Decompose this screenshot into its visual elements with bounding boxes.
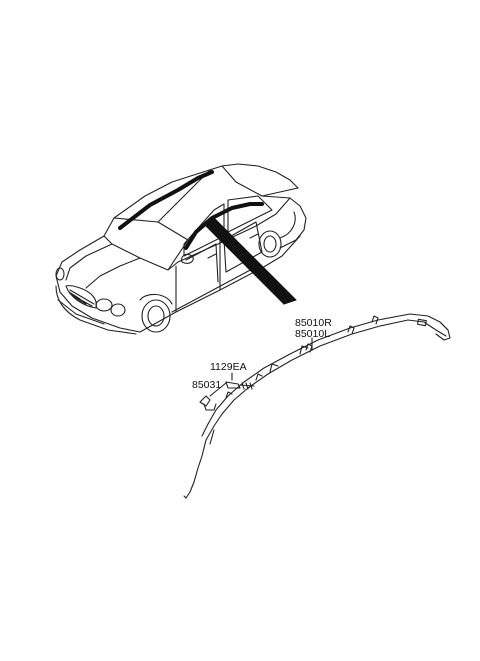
callout-leader <box>205 217 297 305</box>
leader-85031 <box>209 382 227 397</box>
car-illustration <box>55 163 307 335</box>
clip-part <box>199 395 217 411</box>
bolt-part <box>225 381 255 390</box>
part-label-85031: 85031 <box>192 379 221 391</box>
airbag-location-highlight <box>118 170 264 250</box>
part-label-1129ea: 1129EA <box>210 361 247 373</box>
part-label-85010l: 85010L <box>295 328 330 340</box>
curtain-airbag-module <box>183 313 451 499</box>
part-label-85010r: 85010R <box>295 317 332 329</box>
